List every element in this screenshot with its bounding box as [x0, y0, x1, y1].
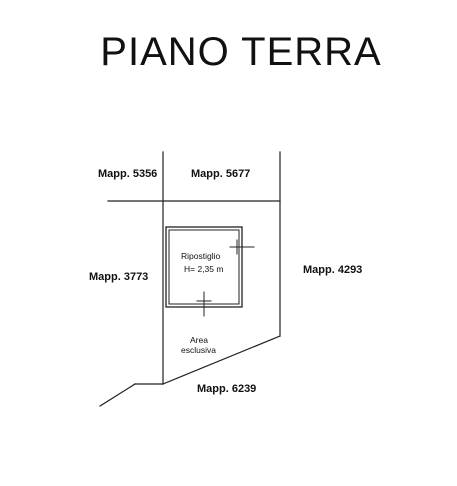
parcel-label-3773: Mapp. 3773: [89, 271, 148, 283]
boundary-lower-left-diagonal: [99, 383, 136, 407]
parcel-label-4293: Mapp. 4293: [303, 264, 362, 276]
parcel-label-6239: Mapp. 6239: [197, 383, 256, 395]
parcel-label-5677: Mapp. 5677: [191, 168, 250, 180]
parcel-label-5356: Mapp. 5356: [98, 168, 157, 180]
area-label-line2: esclusiva: [181, 345, 216, 355]
room-height-label: H= 2,35 m: [184, 264, 223, 274]
room-name-label: Ripostiglio: [181, 251, 220, 261]
page-title: PIANO TERRA: [100, 30, 382, 74]
boundary-bottom-diagonal: [162, 335, 281, 385]
area-label-line1: Area: [190, 335, 208, 345]
